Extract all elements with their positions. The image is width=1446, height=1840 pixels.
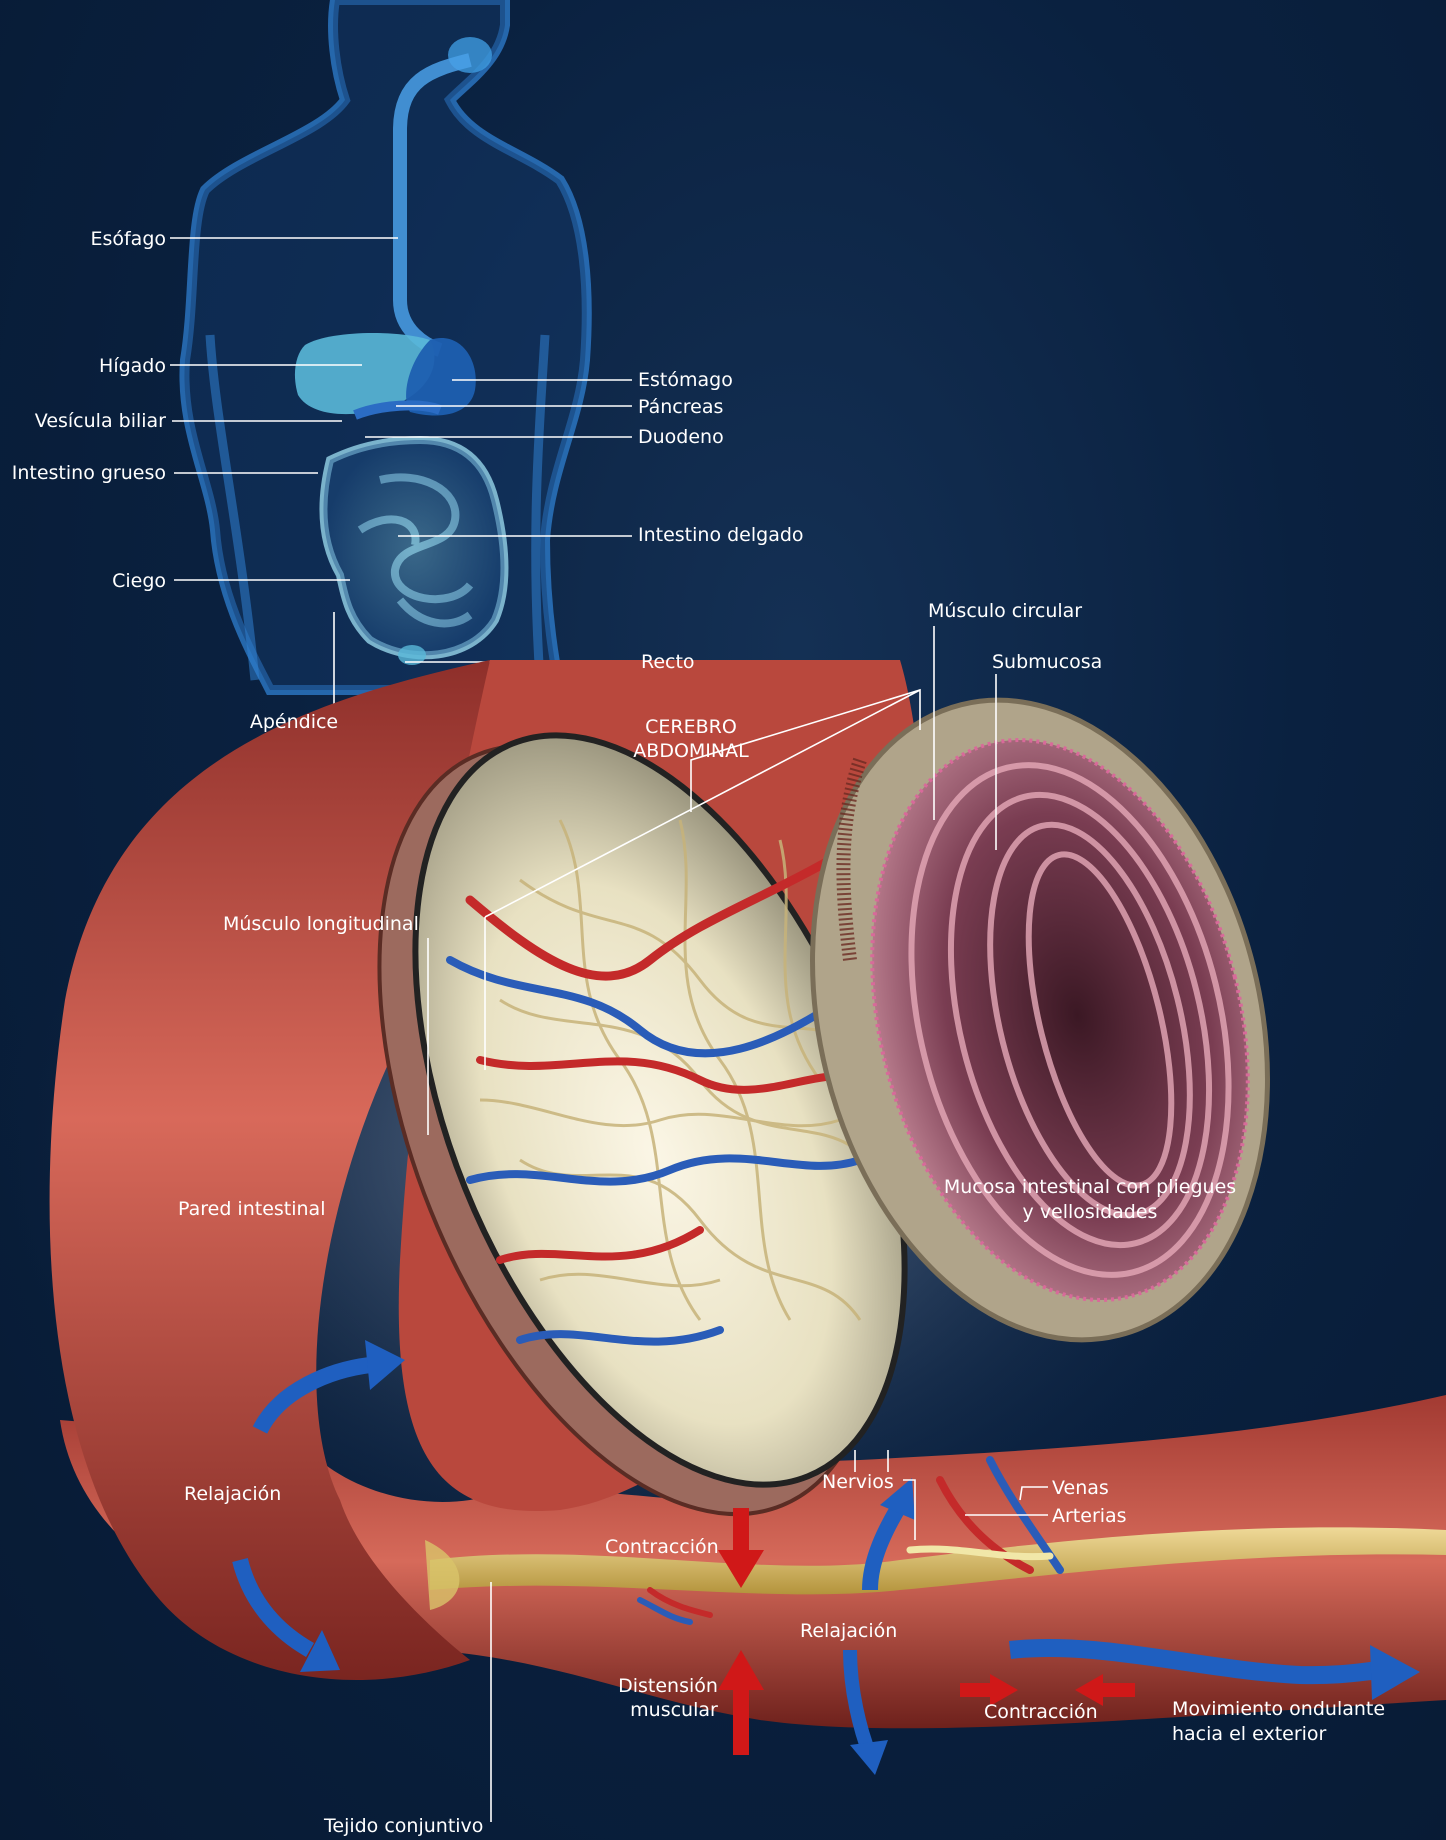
label-duodeno: Duodeno <box>638 426 724 448</box>
label-pancreas: Páncreas <box>638 396 723 418</box>
label-musculo-circular: Músculo circular <box>928 600 1082 622</box>
label-vesicula: Vesícula biliar <box>35 410 166 432</box>
label-musculo-longitudinal: Músculo longitudinal <box>223 913 419 935</box>
label-recto: Recto <box>641 651 695 673</box>
label-cerebro-2: ABDOMINAL <box>633 740 749 762</box>
label-nervios: Nervios <box>822 1471 894 1493</box>
label-intestino-grueso: Intestino grueso <box>12 462 166 484</box>
label-esofago: Esófago <box>90 228 166 250</box>
label-distension-1: Distensión <box>618 1675 718 1697</box>
label-mucosa-2: y vellosidades <box>1023 1201 1158 1223</box>
label-contraccion-top: Contracción <box>605 1536 719 1558</box>
label-relajacion-left: Relajación <box>184 1483 281 1505</box>
label-movimiento-2: hacia el exterior <box>1172 1723 1327 1745</box>
label-arterias: Arterias <box>1052 1505 1127 1527</box>
label-estomago: Estómago <box>638 369 733 391</box>
label-intestino-delgado: Intestino delgado <box>638 524 804 546</box>
label-higado: Hígado <box>99 355 166 377</box>
label-relajacion-center: Relajación <box>800 1620 897 1642</box>
label-contraccion-bottom: Contracción <box>984 1701 1098 1723</box>
label-venas: Venas <box>1052 1477 1109 1499</box>
label-apendice: Apéndice <box>250 711 338 733</box>
label-distension-2: muscular <box>630 1699 718 1721</box>
label-mucosa-1: Mucosa intestinal con pliegues <box>944 1176 1236 1198</box>
label-cerebro-1: CEREBRO <box>645 716 737 738</box>
label-ciego: Ciego <box>112 570 166 592</box>
label-pared-intestinal: Pared intestinal <box>178 1198 325 1220</box>
label-submucosa: Submucosa <box>992 651 1102 673</box>
label-tejido-conjuntivo: Tejido conjuntivo <box>323 1815 483 1837</box>
label-movimiento-1: Movimiento ondulante <box>1172 1698 1385 1720</box>
